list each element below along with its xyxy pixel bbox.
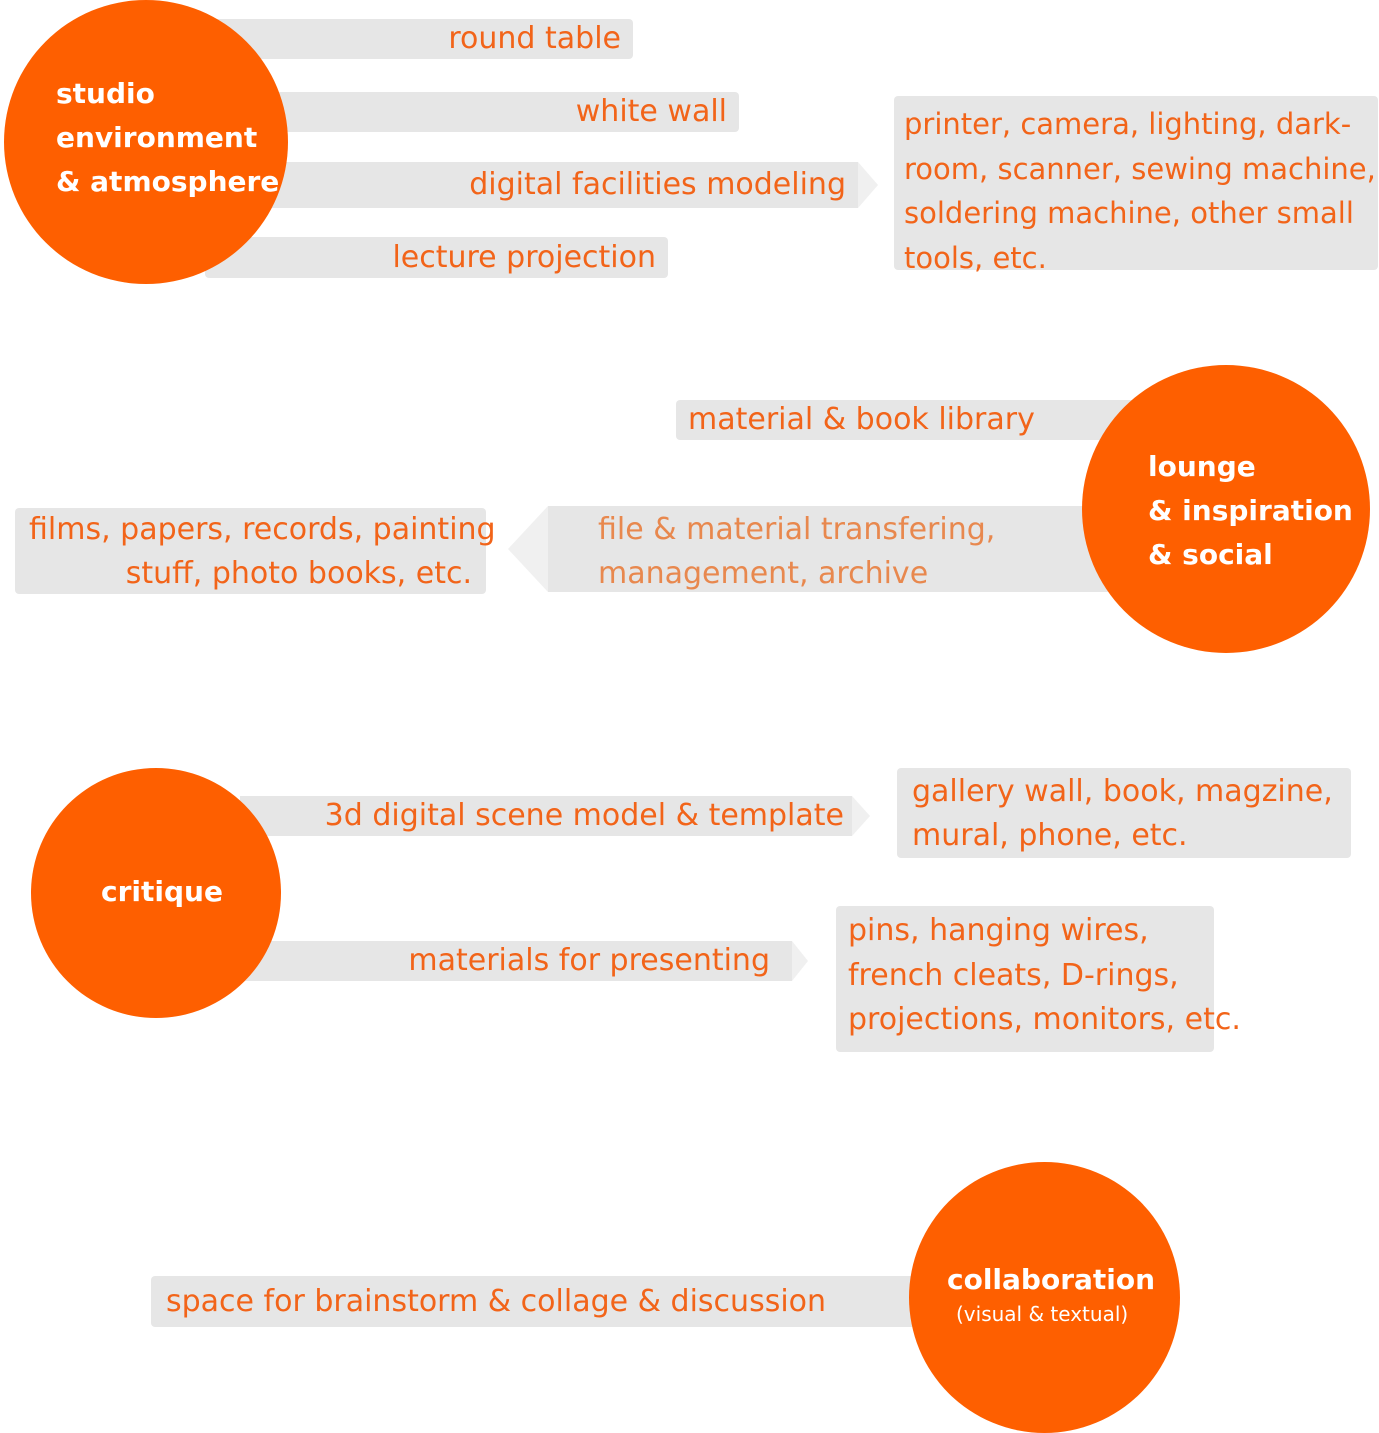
arrow-tip-digital-facilities: [858, 162, 878, 208]
critique-label: critique: [101, 875, 223, 908]
arrow-tip-scene-model: [852, 796, 870, 836]
collaboration-label: collaboration: [947, 1263, 1156, 1296]
material-library-tag: material & book library: [676, 400, 1146, 440]
collaboration-sublabel: (visual & textual): [956, 1302, 1129, 1326]
collaboration-hub: collaboration (visual & textual): [909, 1162, 1180, 1433]
white-wall-tag: white wall: [250, 92, 739, 132]
presenting-tag: materials for presenting: [240, 941, 792, 981]
presenting-detail-box: pins, hanging wires, french cleats, D-ri…: [836, 906, 1241, 1052]
scene-model-tag: 3d digital scene model & template: [240, 796, 852, 836]
arrow-tip-transfer: [508, 506, 548, 592]
facilities-detail-box: printer, camera, lighting, dark- room, s…: [894, 96, 1378, 275]
studio-environment-label: studio environment & atmosphere: [56, 77, 280, 198]
lecture-projection-tag: lecture projection: [205, 237, 668, 278]
digital-facilities-tag: digital facilities modeling: [250, 162, 858, 208]
scene-detail-box: gallery wall, book, magzine, mural, phon…: [897, 768, 1351, 858]
lounge-label: lounge & inspiration & social: [1148, 450, 1353, 571]
brainstorm-space-tag: space for brainstorm & collage & discuss…: [151, 1276, 941, 1327]
arrow-tip-presenting: [792, 941, 808, 981]
round-table-tag: round table: [205, 19, 633, 59]
lounge-hub: lounge & inspiration & social: [1082, 365, 1370, 653]
critique-hub: critique: [31, 768, 281, 1018]
library-detail-box: films, papers, records, painting stuff, …: [15, 508, 496, 594]
transfer-box: file & material transfering, management,…: [548, 506, 1128, 592]
studio-environment-hub: studio environment & atmosphere: [4, 0, 288, 284]
